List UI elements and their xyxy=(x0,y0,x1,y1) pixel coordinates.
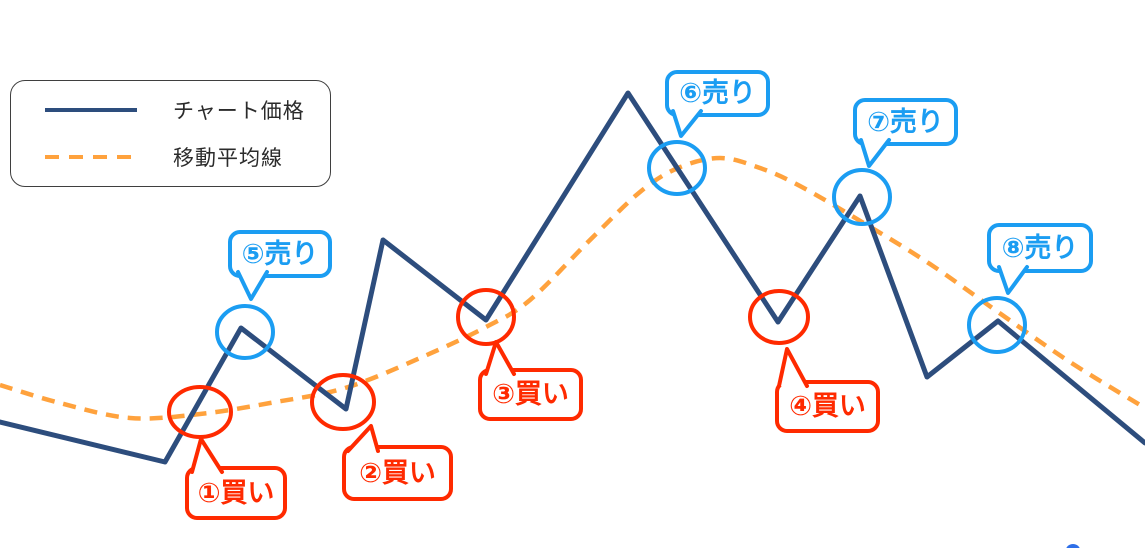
annotation-bubble-buy-2: ②買い xyxy=(342,445,453,501)
ma-line-swatch xyxy=(45,155,137,159)
annotation-bubble-buy-3: ③買い xyxy=(478,368,583,421)
legend-item-price: チャート価格 xyxy=(11,95,330,125)
signal-circle-buy-4 xyxy=(748,289,810,345)
price-line xyxy=(0,90,1145,465)
signal-circle-sell-5 xyxy=(215,304,275,360)
annotation-bubble-buy-4: ④買い xyxy=(775,380,880,433)
clipped-blue-element xyxy=(1066,544,1080,548)
annotation-bubble-sell-7: ⑦売り xyxy=(853,98,958,146)
signal-circle-buy-2 xyxy=(310,373,376,431)
signal-circle-sell-8 xyxy=(967,296,1027,354)
annotation-bubble-buy-1: ①買い xyxy=(185,466,287,520)
annotation-bubble-sell-6: ⑥売り xyxy=(665,70,770,117)
legend-item-ma: 移動平均線 xyxy=(11,142,330,172)
legend-box: チャート価格 移動平均線 xyxy=(10,80,331,187)
signal-circle-sell-7 xyxy=(832,168,892,226)
moving-average-line xyxy=(0,155,1145,421)
annotation-bubble-sell-5: ⑤売り xyxy=(228,230,332,278)
legend-label-price: チャート価格 xyxy=(173,99,305,123)
signal-circle-sell-6 xyxy=(647,140,707,196)
price-line-swatch xyxy=(45,108,137,112)
legend-label-ma: 移動平均線 xyxy=(173,146,283,170)
annotation-bubble-sell-8: ⑧売り xyxy=(987,223,1093,273)
